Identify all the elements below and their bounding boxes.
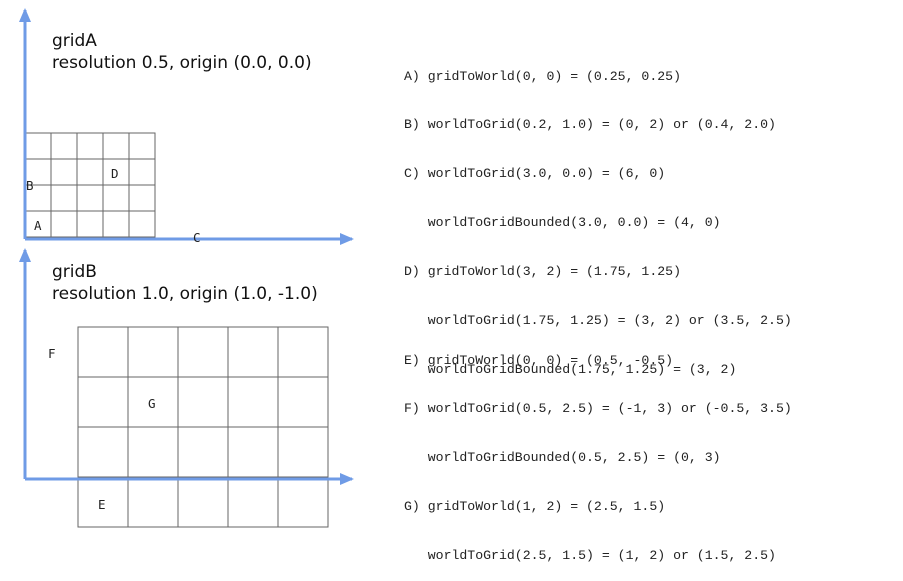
grid-a-cell <box>102 210 130 238</box>
grid-a-subtitle: resolution 0.5, origin (0.0, 0.0) <box>52 53 312 73</box>
grid-b-cell <box>227 376 279 428</box>
grid-b-cell <box>177 476 229 528</box>
grid-a-cell <box>76 132 104 160</box>
grid-b-cell <box>77 326 129 378</box>
cell-label-g: G <box>148 396 156 411</box>
grid-b-cell <box>277 376 329 428</box>
note-line: worldToGridBounded(1.75, 1.25) = (3, 2) <box>404 361 737 377</box>
grid-diagram: gridA resolution 0.5, origin (0.0, 0.0) … <box>19 8 354 528</box>
note-line: B) worldToGrid(0.2, 1.0) = (0, 2) or (0.… <box>404 117 776 133</box>
grid-b-title: gridB <box>52 262 97 282</box>
grid-b-cell <box>277 476 329 528</box>
grid-b-cell <box>177 376 229 428</box>
cell-label-d: D <box>111 166 119 181</box>
note-line: worldToGridBounded(0.5, 2.5) = (0, 3) <box>404 450 721 466</box>
note-line: D) gridToWorld(3, 2) = (1.75, 1.25) <box>404 264 681 280</box>
note-line: C) worldToGrid(3.0, 0.0) = (6, 0) <box>404 166 666 182</box>
grid-a-cell <box>50 184 78 212</box>
grid-b-cells <box>77 326 329 528</box>
grid-b-cell <box>227 476 279 528</box>
grid-a-cell <box>50 158 78 186</box>
grid-b-cell <box>127 426 179 478</box>
grid-b-cell <box>277 326 329 378</box>
cell-label-e: E <box>98 497 106 512</box>
grid-a-cell <box>76 158 104 186</box>
grid-a-cell <box>76 210 104 238</box>
grid-a-notes: A) gridToWorld(0, 0) = (0.25, 0.25) B) w… <box>404 36 792 395</box>
note-line: A) gridToWorld(0, 0) = (0.25, 0.25) <box>404 68 681 84</box>
grid-b-subtitle: resolution 1.0, origin (1.0, -1.0) <box>52 284 318 304</box>
note-line: E) gridToWorld(0, 0) = (0.5, -0.5) <box>404 352 674 368</box>
grid-b-cell <box>77 376 129 428</box>
grid-a-cell <box>102 132 130 160</box>
note-line: G) gridToWorld(1, 2) = (2.5, 1.5) <box>404 499 666 515</box>
grid-b-cell <box>177 426 229 478</box>
cell-label-f: F <box>48 346 56 361</box>
grid-b-cell <box>277 426 329 478</box>
grid-a-cell <box>128 158 156 186</box>
note-line: worldToGrid(2.5, 1.5) = (1, 2) or (1.5, … <box>404 548 776 564</box>
grid-a-cell <box>24 132 52 160</box>
note-line: F) worldToGrid(0.5, 2.5) = (-1, 3) or (-… <box>404 401 792 417</box>
grid-b-cell <box>227 426 279 478</box>
grid-a-cell <box>128 184 156 212</box>
grid-a-cell <box>128 210 156 238</box>
grid-a-cells <box>24 132 156 238</box>
cell-label-c: C <box>193 230 201 245</box>
grid-a-title: gridA <box>52 31 97 51</box>
grid-b-cell <box>177 326 229 378</box>
grid-b-cell <box>127 476 179 528</box>
cell-label-a: A <box>34 218 42 233</box>
note-line: worldToGridBounded(3.0, 0.0) = (4, 0) <box>404 215 721 231</box>
grid-b-cell <box>227 326 279 378</box>
grid-b-notes: E) gridToWorld(0, 0) = (0.5, -0.5) F) wo… <box>404 320 792 581</box>
grid-a-cell <box>50 210 78 238</box>
cell-label-b: B <box>26 178 34 193</box>
grid-a-cell <box>102 184 130 212</box>
note-line: worldToGrid(1.75, 1.25) = (3, 2) or (3.5… <box>404 313 792 329</box>
grid-a-cell <box>76 184 104 212</box>
grid-a-cell <box>128 132 156 160</box>
grid-b-cell <box>127 326 179 378</box>
grid-b-cell <box>77 426 129 478</box>
grid-a-cell <box>50 132 78 160</box>
